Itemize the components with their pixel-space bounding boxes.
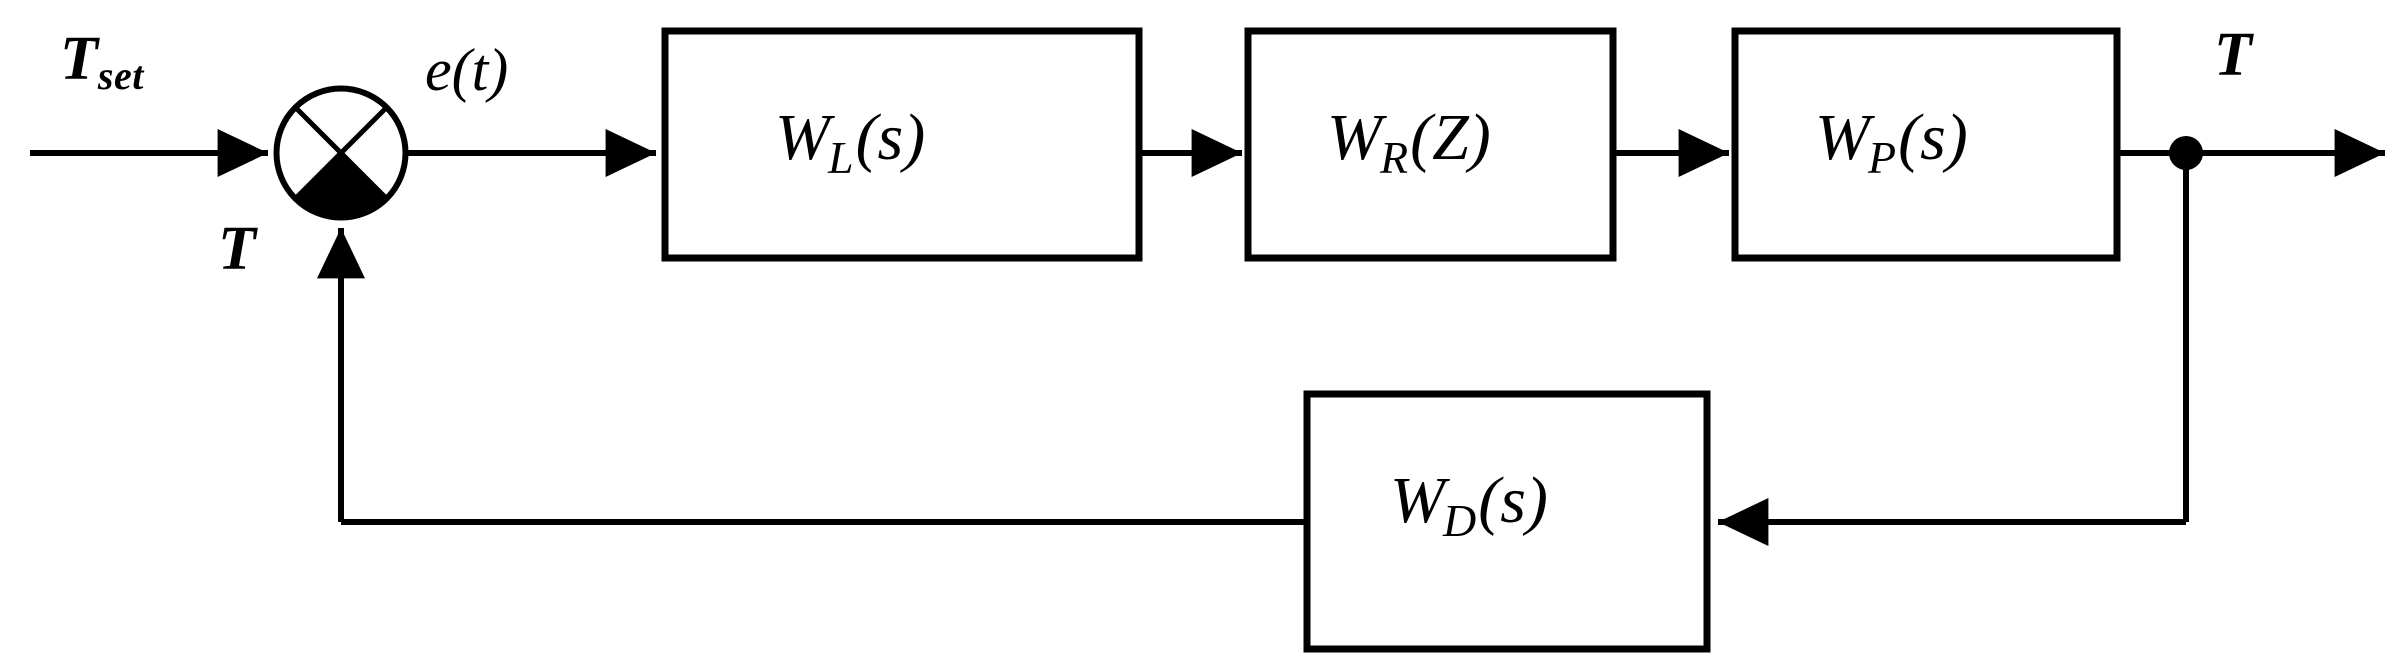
wr-subscript: R <box>1379 132 1409 183</box>
wr-arg: (Z) <box>1410 101 1491 174</box>
block-plant[interactable] <box>1731 27 2121 262</box>
wl-base: W <box>775 101 830 174</box>
block-label-regulator: WR(Z) <box>1327 105 1491 181</box>
summing-junction[interactable] <box>273 85 409 221</box>
wl-arg: (s) <box>855 101 926 174</box>
wl-subscript: L <box>827 132 854 183</box>
wd-base: W <box>1390 464 1445 537</box>
summing-junction-diagonal-b <box>293 105 389 201</box>
wp-base: W <box>1815 101 1870 174</box>
summing-junction-circle <box>273 85 409 221</box>
error-signal-label: e(t) <box>425 37 509 103</box>
summing-junction-negative-wedge <box>295 153 387 218</box>
block-controller-law[interactable] <box>661 27 1143 262</box>
wd-arg: (s) <box>1478 464 1548 537</box>
block-label-plant: WP(s) <box>1815 105 1968 181</box>
setpoint-label: Tset <box>60 25 144 96</box>
wp-arg: (s) <box>1898 101 1968 174</box>
output-signal-label: T <box>2214 21 2252 89</box>
block-regulator[interactable] <box>1244 27 1617 262</box>
wr-base: W <box>1327 101 1382 174</box>
feedback-signal-label: T <box>218 215 256 283</box>
block-label-controller-law: WL(s) <box>775 105 925 181</box>
block-label-feedback-sensor: WD(s) <box>1390 468 1548 544</box>
setpoint-label-subscript: set <box>97 53 144 98</box>
setpoint-label-base: T <box>60 25 98 93</box>
wp-subscript: P <box>1867 132 1897 183</box>
wd-subscript: D <box>1442 495 1477 546</box>
